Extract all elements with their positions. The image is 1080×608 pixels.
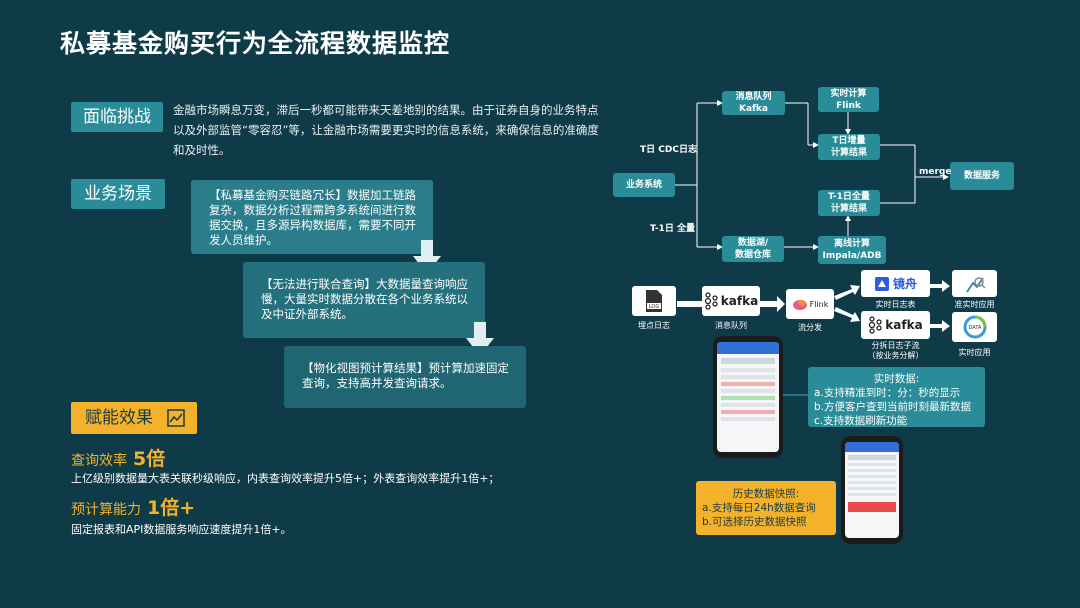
flink-icon xyxy=(792,300,807,310)
phone-mockup-history xyxy=(841,436,903,544)
edge-label-merge: merge xyxy=(919,167,952,177)
page-title: 私募基金购买行为全流程数据监控 xyxy=(60,29,451,58)
history-info-line: b.可选择历史数据快照 xyxy=(702,516,807,528)
kafka-icon xyxy=(869,316,882,334)
phone-screen xyxy=(717,342,779,452)
kafka-box: kafka xyxy=(702,286,760,316)
kafka-icon xyxy=(704,292,718,310)
challenge-tag: 面临挑战 xyxy=(71,102,163,132)
flink-caption: 流分发 xyxy=(798,323,822,332)
realtime-info-line: b.方便客户查到当前时刻最新数据 xyxy=(814,401,972,413)
chart-icon xyxy=(167,409,185,427)
scenario-tag: 业务场景 xyxy=(71,179,165,209)
log-box: LOG xyxy=(632,286,676,316)
down-arrow-icon xyxy=(413,240,441,274)
realtime-app-box: DATA xyxy=(952,312,997,342)
realtime-info-box: 实时数据: a.支持精准到时：分：秒的显示 b.方便客户查到当前时刻最新数据 c… xyxy=(808,367,985,427)
split-kafka-box: kafka xyxy=(861,311,930,339)
node-business-system: 业务系统 xyxy=(613,173,675,197)
realtime-info-title: 实时数据: xyxy=(873,373,920,385)
kafka-text: kafka xyxy=(720,294,759,308)
down-arrow-icon xyxy=(466,322,494,356)
scenario-card-3: 【物化视图预计算结果】预计算加速固定查询，支持高并发查询请求。 xyxy=(284,346,526,408)
realtime-info-line: a.支持精准到时：分：秒的显示 xyxy=(814,387,961,399)
metric-2-desc: 固定报表和API数据服务响应速度提升1倍+。 xyxy=(71,523,292,536)
mirrorship-logo-icon xyxy=(874,276,889,291)
node-offline-compute: 离线计算 Impala/ADB xyxy=(818,236,886,264)
realtime-info-line: c.支持数据刷新功能 xyxy=(814,415,908,427)
log-file-icon: LOG xyxy=(646,290,662,312)
metric-1-value: 5倍 xyxy=(133,448,166,470)
realtime-table-caption: 实时日志表 xyxy=(875,300,916,309)
scenario-card-2: 【无法进行联合查询】大数据量查询响应慢，大量实时数据分散在各个业务系统以及中证外… xyxy=(243,262,485,338)
phone-mockup-realtime xyxy=(713,336,783,458)
realtime-app-caption: 实时应用 xyxy=(958,348,991,357)
node-kafka-queue: 消息队列 Kafka xyxy=(722,91,785,115)
kafka-caption: 消息队列 xyxy=(715,321,747,330)
quasi-realtime-box xyxy=(952,270,997,297)
scenario-card-2-text: 【无法进行联合查询】大数据量查询响应慢，大量实时数据分散在各个业务系统以及中证外… xyxy=(261,277,468,321)
edge-label-cdc: T日 CDC日志 xyxy=(640,145,697,155)
mirrorship-brand: 镜舟 xyxy=(892,277,917,291)
node-data-lake: 数据湖/ 数据仓库 xyxy=(722,236,784,262)
flink-text: Flink xyxy=(809,299,829,309)
flink-box: Flink xyxy=(786,289,834,319)
split-caption: 分拆日志子流 （按业务分解） xyxy=(867,341,924,360)
history-info-box: 历史数据快照: a.支持每日24h数据查询 b.可选择历史数据快照 xyxy=(696,481,836,535)
data-circle-icon: DATA xyxy=(963,315,986,339)
challenge-text: 金融市场瞬息万变，滞后一秒都可能带来天差地别的结果。由于证券自身的业务特点以及外… xyxy=(173,103,599,157)
svg-text:LOG: LOG xyxy=(649,304,660,310)
phone-screen xyxy=(845,442,899,538)
node-realtime-flink: 实时计算 Flink xyxy=(818,87,879,112)
metric-2-value: 1倍+ xyxy=(147,497,196,519)
scenario-card-1-text: 【私募基金购买链路冗长】数据加工链路复杂，数据分析过程需跨多系统间进行数据交换，… xyxy=(209,188,416,247)
scenario-card-1: 【私募基金购买链路冗长】数据加工链路复杂，数据分析过程需跨多系统间进行数据交换，… xyxy=(191,180,433,254)
quasi-realtime-caption: 准实时应用 xyxy=(954,300,995,309)
node-data-service: 数据服务 xyxy=(950,162,1014,190)
svg-text:DATA: DATA xyxy=(968,325,981,331)
realtime-table-box: 镜舟 xyxy=(861,270,930,297)
value-tag-label: 赋能效果 xyxy=(85,408,153,428)
scenario-card-3-text: 【物化视图预计算结果】预计算加速固定查询，支持高并发查询请求。 xyxy=(302,361,509,390)
metric-1-desc: 上亿级别数据量大表关联秒级响应，内表查询效率提升5倍+；外表查询效率提升1倍+； xyxy=(71,472,500,485)
split-kafka-text: kafka xyxy=(885,318,923,332)
history-info-title: 历史数据快照: xyxy=(732,488,800,500)
node-t1-full: T-1日全量 计算结果 xyxy=(818,190,880,216)
node-t-increment: T日增量 计算结果 xyxy=(818,134,880,160)
edge-label-full: T-1日 全量 xyxy=(650,224,695,234)
history-info-line: a.支持每日24h数据查询 xyxy=(702,502,816,514)
analytics-icon xyxy=(965,276,986,292)
value-tag: 赋能效果 xyxy=(71,402,197,434)
log-caption: 埋点日志 xyxy=(638,321,670,330)
